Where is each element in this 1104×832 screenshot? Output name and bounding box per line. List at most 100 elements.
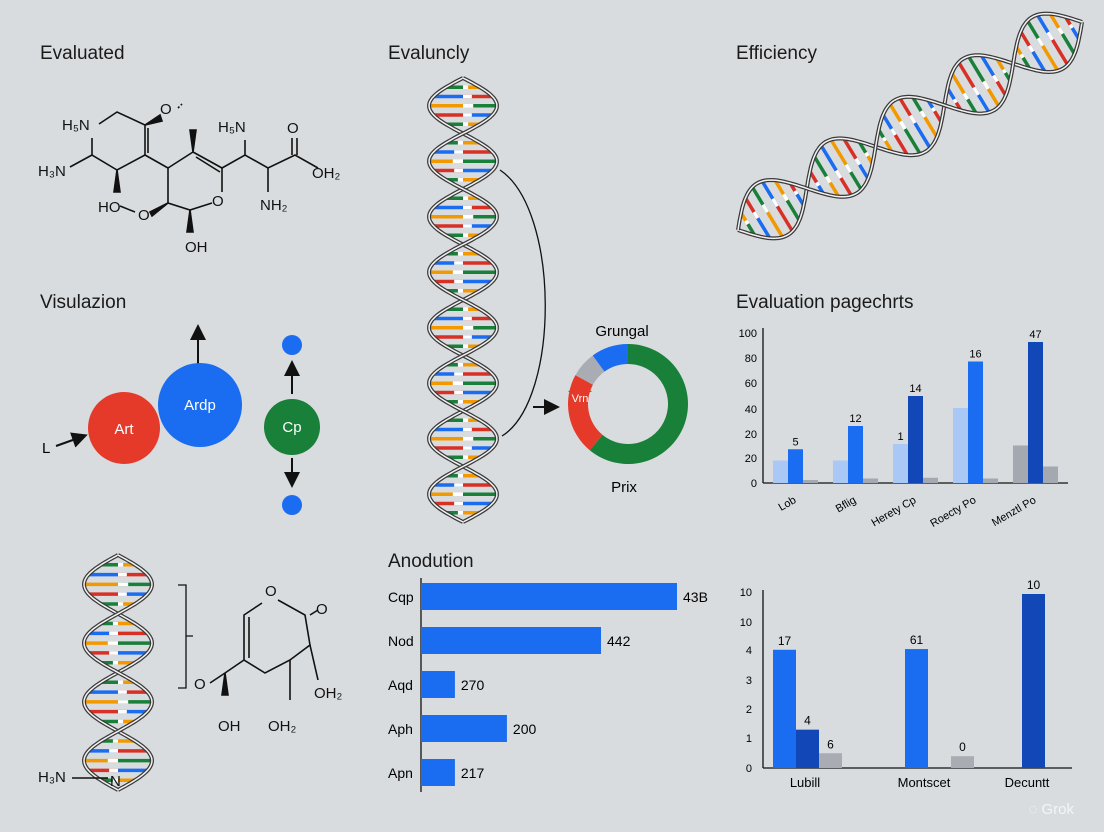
donut-inner-label: Vrn <box>572 393 589 405</box>
base-pair-rung <box>1001 68 1007 74</box>
category-label: Apn <box>388 765 413 781</box>
data-label: 14 <box>909 383 921 395</box>
donut-label: Prix <box>611 479 637 496</box>
base-pair-rung <box>1027 44 1035 53</box>
y-tick-label: 1 <box>746 733 752 745</box>
base-pair-rung <box>972 86 980 96</box>
data-label: 10 <box>1027 578 1041 592</box>
dot-node <box>282 335 302 355</box>
bar <box>773 460 788 483</box>
bar <box>953 408 968 483</box>
base-pair-rung <box>765 211 785 239</box>
base-pair-rung <box>952 98 958 104</box>
y-tick-label: 2 <box>746 704 752 716</box>
bar <box>773 649 796 768</box>
data-label: 17 <box>778 634 792 648</box>
y-tick-label: 40 <box>745 404 757 416</box>
node-diagram: L Art Ardp Cp <box>42 324 320 515</box>
bar <box>863 478 878 483</box>
base-pair-rung <box>923 116 939 139</box>
y-tick-label: 20 <box>745 453 757 465</box>
bar <box>421 715 507 742</box>
bar <box>1028 342 1043 483</box>
base-pair-rung <box>962 92 970 101</box>
molecule-top-labels: H₅N H₃N HO O O OH O H₅N O OH₂ NH₂ <box>38 101 341 256</box>
bar <box>788 449 803 483</box>
bar <box>905 649 928 768</box>
bracket <box>178 584 193 689</box>
watermark-text: Grok <box>1041 801 1074 818</box>
y-tick-label: 20 <box>745 429 757 441</box>
atom-label: O <box>160 101 172 118</box>
base-pair-rung <box>967 55 986 83</box>
base-pair-rung <box>931 106 937 113</box>
x-tick-label: Herety Cp <box>869 494 918 529</box>
base-pair-rung <box>899 120 907 130</box>
base-pair-rung <box>1036 37 1045 47</box>
bar <box>421 759 455 786</box>
bar <box>833 460 848 483</box>
bar <box>968 361 983 483</box>
base-pair-rung <box>793 190 799 196</box>
bar <box>908 396 923 483</box>
y-tick-label: 10 <box>740 617 752 629</box>
x-tick-label: Menztl Po <box>990 494 1038 529</box>
connector-curve <box>499 169 546 437</box>
dot-node <box>282 495 302 515</box>
bar <box>1013 445 1028 483</box>
base-pair-rung <box>785 199 801 222</box>
node-art <box>88 392 160 464</box>
bar <box>421 583 677 610</box>
data-label: 6 <box>827 737 834 751</box>
base-pair-rung <box>842 137 858 160</box>
helix-strand-highlight <box>737 12 1083 231</box>
base-pair-rung <box>834 169 843 179</box>
atom-label: H₃N <box>38 163 66 180</box>
node-label: Art <box>114 421 134 438</box>
donut-title: Grungal <box>595 323 648 340</box>
base-pair-rung <box>881 136 887 142</box>
data-label: 47 <box>1029 329 1041 341</box>
arrow-icon <box>55 432 88 448</box>
y-tick-label: 4 <box>746 645 752 657</box>
atom-label: O <box>212 193 224 210</box>
y-tick-label: 3 <box>746 675 752 687</box>
base-pair-rung <box>979 54 996 77</box>
data-label: 4 <box>804 714 811 728</box>
base-pair-rung <box>982 80 990 90</box>
section-title-efficiency: Efficiency <box>736 43 817 64</box>
data-label: 61 <box>910 633 924 647</box>
y-tick-label: 0 <box>746 763 752 775</box>
bar <box>951 756 974 768</box>
base-pair-rung <box>829 138 848 166</box>
dna-helix-diagonal <box>736 11 1084 241</box>
base-pair-rung <box>782 193 789 202</box>
molecule-bottom-labels: O O O OH OH₂ OH₂ H₃N N <box>38 583 343 790</box>
base-pair-rung <box>844 163 853 174</box>
node-ardp <box>158 363 242 447</box>
base-pair-rung <box>890 127 897 136</box>
section-title-evaluation-pagechrts: Evaluation pagechrts <box>736 292 914 313</box>
data-label: 217 <box>461 765 485 781</box>
data-label: 442 <box>607 633 631 649</box>
category-label: Nod <box>388 633 414 649</box>
dna-helix-bottom-left <box>81 553 155 792</box>
y-tick-label: 80 <box>745 353 757 365</box>
donut-slice <box>592 344 628 372</box>
base-pair-rung <box>908 114 917 124</box>
bar <box>1043 466 1058 483</box>
dna-helix-vertical <box>427 76 499 524</box>
atom-label: H₅N <box>62 117 90 134</box>
donut-slice <box>589 344 688 464</box>
base-pair-rung <box>761 203 769 214</box>
y-tick-label: 60 <box>745 378 757 390</box>
input-label: L <box>42 440 50 457</box>
base-pair-rung <box>919 110 927 118</box>
y-tick-label: 100 <box>739 328 757 340</box>
atom-label: H₃N <box>38 769 66 786</box>
base-pair-rung <box>752 211 760 220</box>
x-tick-label: Decuntt <box>1005 775 1050 790</box>
base-pair-rung <box>913 122 932 149</box>
atom-label: N <box>110 773 121 790</box>
